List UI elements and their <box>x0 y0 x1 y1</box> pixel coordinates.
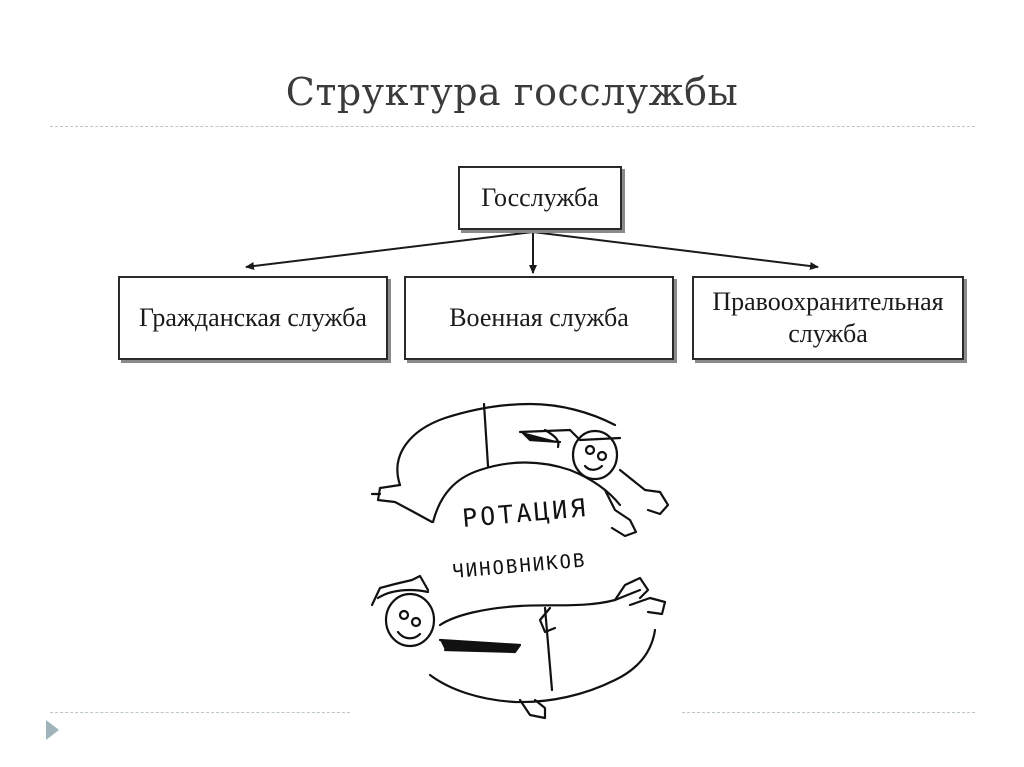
org-box-civil-service: Гражданская служба <box>118 276 388 360</box>
slide-title: Структура госслужбы <box>285 70 739 114</box>
footer-divider-left <box>50 712 350 713</box>
org-box-law-enforcement-label-line2: служба <box>788 319 868 348</box>
org-box-root: Госслужба <box>458 166 622 230</box>
rotation-caption-line2: ЧИНОВНИКОВ <box>452 549 588 583</box>
org-box-law-enforcement: Правоохранительная служба <box>692 276 964 360</box>
org-box-civil-service-label: Гражданская служба <box>139 302 367 332</box>
org-box-military-service-label: Военная служба <box>449 302 629 332</box>
footer-divider-right <box>682 712 975 713</box>
org-box-root-label: Госслужба <box>481 182 599 212</box>
bottom-official-figure <box>370 574 667 720</box>
org-box-law-enforcement-label-line1: Правоохранительная <box>712 286 944 316</box>
next-slide-arrow-icon[interactable] <box>46 720 59 740</box>
rotation-caption-line1: РОТАЦИЯ <box>461 493 589 533</box>
org-box-military-service: Военная служба <box>404 276 674 360</box>
top-official-figure <box>370 402 670 538</box>
title-divider <box>50 126 975 127</box>
